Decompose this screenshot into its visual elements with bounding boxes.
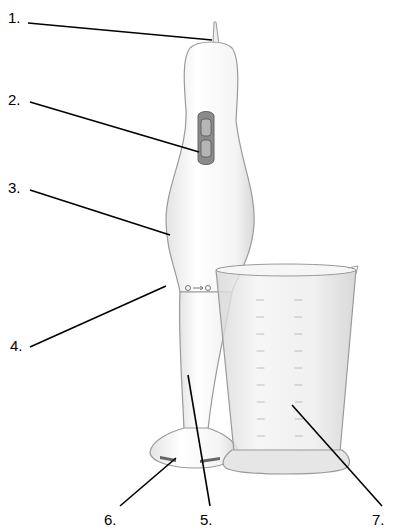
beaker-spout [348, 266, 358, 274]
callout-number: 1. [8, 10, 21, 25]
lock-symbol [186, 286, 211, 291]
callout-number: 2. [8, 92, 21, 107]
callout-number: 6. [104, 512, 117, 527]
motor-housing [166, 42, 254, 292]
callout-number: 7. [372, 512, 385, 527]
turbo-button [201, 140, 211, 157]
scale-marks [256, 300, 303, 436]
switch-panel [198, 112, 214, 165]
switch-button [201, 119, 211, 136]
leader-lines [28, 23, 382, 506]
beaker-base [223, 450, 349, 474]
measuring-beaker [216, 266, 356, 453]
callout-number: 3. [8, 180, 21, 195]
power-cord [213, 22, 219, 44]
callout-number: 5. [200, 512, 213, 527]
beaker-rim [216, 264, 356, 276]
callout-number: 4. [10, 338, 23, 353]
